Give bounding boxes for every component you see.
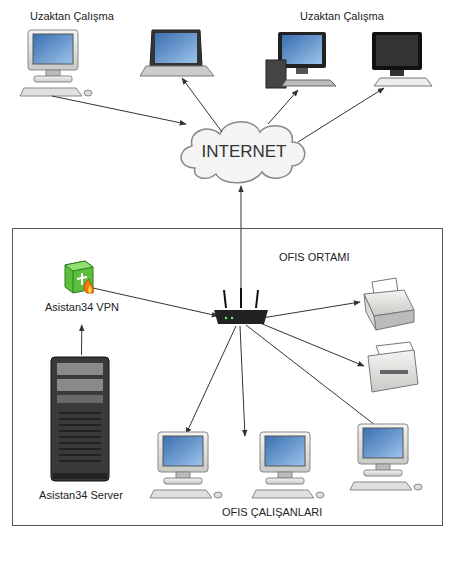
internet-cloud-node: INTERNET (176, 118, 312, 188)
link-lines (52, 78, 384, 436)
node-label: Asistan34 Server (21, 489, 141, 501)
node-label: INTERNET (176, 142, 312, 162)
remote-laptop (140, 30, 214, 76)
remote-workstation (266, 32, 336, 88)
router (214, 288, 268, 324)
office-area: OFIS ORTAMI Asistan34 VPN Asistan34 Server (12, 228, 443, 526)
group-label: Uzaktan Çalışma (300, 10, 384, 22)
office-pc (150, 432, 222, 498)
connector (81, 325, 82, 355)
remote-monitor (372, 32, 432, 86)
printer (364, 278, 414, 330)
vpn-icon (59, 255, 99, 295)
office-pc (252, 432, 324, 498)
remote-desktop (20, 30, 92, 96)
server-node: Asistan34 Server (21, 355, 141, 505)
server-tower (49, 355, 113, 485)
group-label: Uzaktan Çalışma (30, 10, 114, 22)
group-label: OFIS ÇALIŞANLARI (222, 506, 322, 518)
node-label: Asistan34 VPN (27, 301, 137, 313)
printer (368, 342, 418, 392)
office-pc (350, 424, 422, 490)
area-heading: OFIS ORTAMI (279, 251, 350, 263)
vpn-node: Asistan34 VPN (27, 255, 137, 325)
